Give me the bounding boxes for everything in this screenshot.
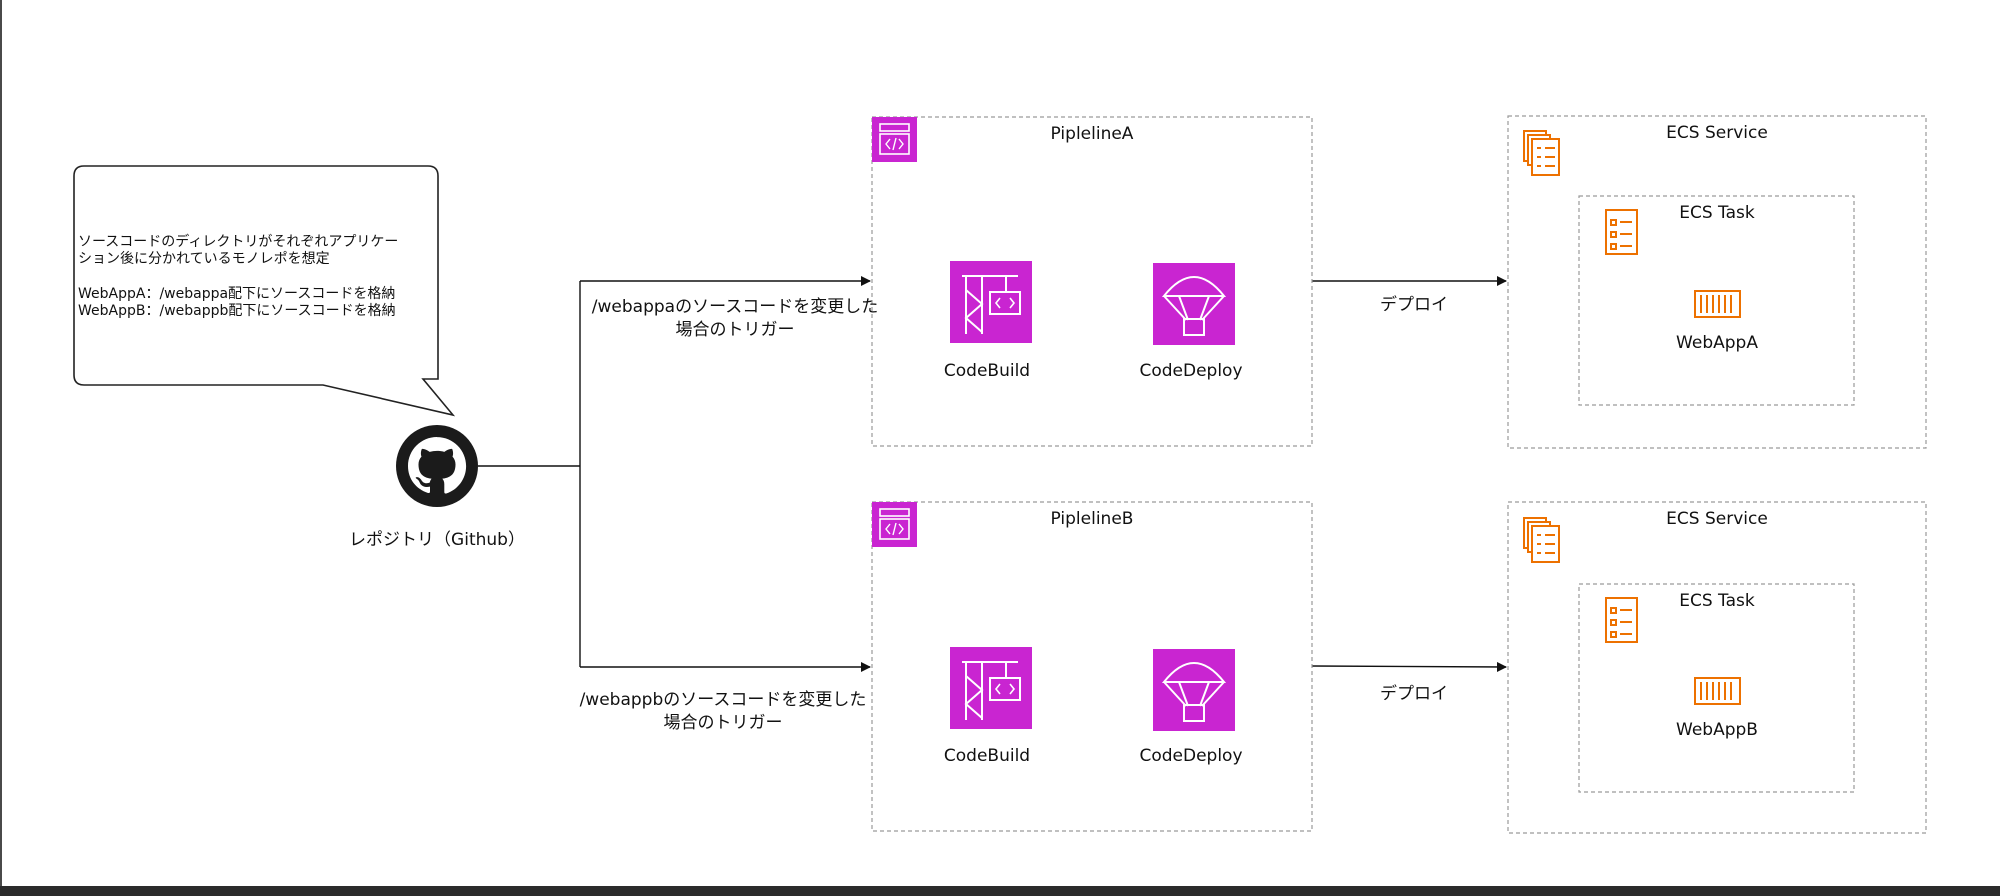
- container-icon: [1694, 290, 1741, 318]
- ecs-service-icon: [1523, 517, 1560, 563]
- callout-text-line-2: ション後に分かれているモノレポを想定: [78, 251, 330, 267]
- pipeline-a-title: PiplelineA: [1050, 124, 1134, 144]
- ecs-task-b-group: [1578, 583, 1855, 793]
- connector-lines: [478, 276, 1507, 672]
- ecs-task-b-title: ECS Task: [1679, 591, 1755, 611]
- codedeploy-icon: [1153, 649, 1235, 731]
- pipeline-b-title: PiplelineB: [1050, 509, 1134, 529]
- ecs-service-b-title: ECS Service: [1666, 509, 1768, 529]
- ecs-task-a-title: ECS Task: [1679, 203, 1755, 223]
- codepipeline-icon: [872, 117, 917, 162]
- codebuild-a-label: CodeBuild: [943, 361, 1031, 381]
- trigger-b-line-1: /webappbのソースコードを変更した: [579, 690, 867, 710]
- repo-label: レポジトリ（Github）: [349, 530, 525, 550]
- window-bottom-bar: [0, 886, 2000, 896]
- container-icon: [1694, 677, 1741, 705]
- callout-text-line-4: WebAppB：/webappb配下にソースコードを格納: [78, 303, 396, 319]
- trigger-b-line-2: 場合のトリガー: [663, 713, 783, 733]
- codedeploy-icon: [1153, 263, 1235, 345]
- ecs-task-icon: [1605, 597, 1638, 643]
- ecs-service-a-group: [1507, 115, 1927, 449]
- pipeline-b-group: [871, 501, 1313, 832]
- codepipeline-icon: [872, 502, 917, 547]
- ecs-service-a-title: ECS Service: [1666, 123, 1768, 143]
- ecs-task-a-group: [1578, 195, 1855, 406]
- callout-text-line-1: ソースコードのディレクトリがそれぞれアプリケー: [78, 234, 399, 250]
- pipeline-a-group: [871, 116, 1313, 447]
- codedeploy-a-label: CodeDeploy: [1139, 361, 1243, 381]
- callout-text-line-3: WebAppA：/webappa配下にソースコードを格納: [78, 286, 396, 302]
- deploy-b-label: デプロイ: [1380, 684, 1448, 704]
- window-left-edge: [0, 0, 2, 886]
- codebuild-icon: [950, 647, 1032, 729]
- ecs-task-icon: [1605, 209, 1638, 255]
- codebuild-icon: [950, 261, 1032, 343]
- github-icon: [396, 425, 478, 507]
- webapp-b-label: WebAppB: [1676, 720, 1758, 740]
- webapp-a-label: WebAppA: [1676, 333, 1758, 353]
- callout-bubble: [73, 165, 456, 417]
- codebuild-b-label: CodeBuild: [943, 746, 1031, 766]
- deploy-a-label: デプロイ: [1380, 295, 1448, 315]
- ecs-service-b-group: [1507, 501, 1927, 834]
- trigger-a-line-1: /webappaのソースコードを変更した: [591, 297, 879, 317]
- ecs-service-icon: [1523, 130, 1560, 176]
- codedeploy-b-label: CodeDeploy: [1139, 746, 1243, 766]
- trigger-a-line-2: 場合のトリガー: [675, 320, 795, 340]
